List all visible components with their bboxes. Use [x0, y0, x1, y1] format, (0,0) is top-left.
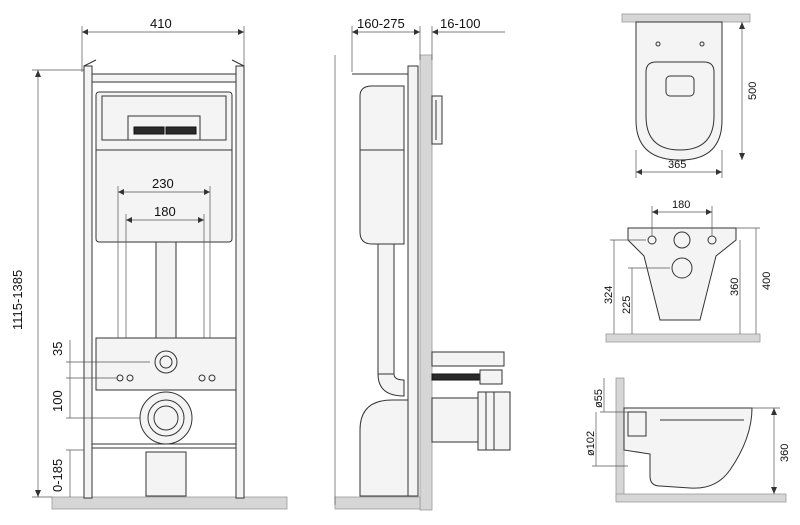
- flush-connector: [431, 351, 505, 367]
- front-view-bowl: 180 324 225 360 400: [603, 199, 773, 343]
- side-view-frame: 160-275 16-100: [334, 16, 511, 511]
- dim-label-180-bowl: 180: [672, 199, 690, 211]
- floor-side: [334, 496, 421, 510]
- drain-bend: [359, 399, 409, 497]
- dim-label-360-side: 360: [779, 444, 791, 462]
- dim-label-100: 100: [50, 390, 65, 412]
- bowl-outline-front: [627, 227, 737, 321]
- bowl-outline-side: [623, 407, 753, 489]
- bowl-hole-top: [665, 75, 695, 97]
- flush-inlet: [154, 350, 178, 374]
- dim-label-324: 324: [603, 286, 615, 304]
- dim-label-225: 225: [621, 296, 633, 314]
- down-pipe-side: [377, 243, 395, 375]
- wall-side-bowl: [615, 377, 625, 501]
- dim-label-500: 500: [747, 82, 759, 100]
- dim-label-230: 230: [152, 176, 174, 191]
- wall-side: [419, 54, 433, 511]
- dim-label-180-front: 180: [154, 204, 176, 219]
- dim-label-55: ø55: [593, 389, 605, 408]
- dim-label-102: ø102: [585, 431, 597, 456]
- dim-label-160-275: 160-275: [357, 16, 405, 31]
- cistern-side: [359, 85, 405, 245]
- top-view-bowl: 500 365: [621, 13, 759, 178]
- frame-top-bar: [91, 73, 237, 83]
- side-frame-upright: [407, 65, 419, 497]
- dim-label-0-185: 0-185: [50, 459, 65, 492]
- flush-button-right: [165, 126, 197, 135]
- dim-label-360-front: 360: [729, 278, 741, 296]
- front-view-frame: 410 1115-1385 230 180: [10, 16, 288, 510]
- frame-right-upright: [235, 65, 245, 499]
- wall-top: [621, 13, 751, 23]
- floor-front: [51, 496, 288, 510]
- flush-plate-side: [431, 95, 443, 145]
- dim-label-35: 35: [50, 342, 65, 356]
- floor-front-bowl: [605, 333, 761, 343]
- dim-label-410: 410: [150, 16, 172, 31]
- drain-connector: [431, 397, 479, 443]
- dim-label-height: 1115-1385: [10, 270, 25, 330]
- floor-side-bowl: [615, 493, 787, 503]
- frame-left-upright: [83, 65, 93, 499]
- frame-foot-plate: [145, 451, 187, 497]
- side-view-bowl: ø55 ø102 360: [585, 377, 791, 503]
- dim-label-16-100: 16-100: [440, 16, 480, 31]
- dim-label-365: 365: [668, 159, 686, 171]
- threaded-rod: [431, 373, 481, 381]
- flush-pipe: [155, 241, 177, 341]
- dim-label-400: 400: [761, 272, 773, 290]
- flush-button-left: [133, 126, 165, 135]
